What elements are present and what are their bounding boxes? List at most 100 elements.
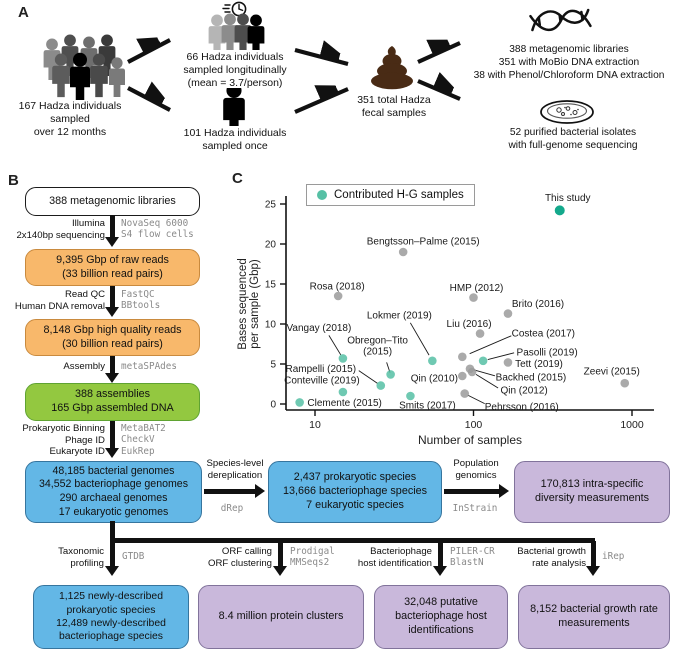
scatter-point — [458, 371, 467, 381]
scatter-point-label: Rosa (2018) — [310, 282, 365, 293]
petri-dish-icon — [540, 100, 594, 124]
y-tick-label: 10 — [265, 320, 277, 331]
step-derep-method: Species-level dereplication — [206, 458, 264, 481]
fecal-sample-icon — [371, 46, 413, 90]
scatter-point — [406, 391, 415, 401]
box-genomes: 48,185 bacterial genomes 34,552 bacterio… — [25, 461, 202, 523]
scatter-point-label: Brito (2016) — [512, 299, 564, 310]
panel-b: B 388 metagenomic libraries Illumina 2x1… — [0, 170, 676, 651]
panel-c-label: C — [232, 170, 243, 187]
arrow-popgen — [444, 489, 500, 494]
label-leader-line — [358, 370, 378, 384]
scatter-point-label: Liu (2016) — [447, 319, 492, 330]
step-taxonomy-method: Taxonomic profiling — [58, 546, 104, 569]
scatter-point-label: Tett (2019) — [515, 359, 563, 370]
box-diversity: 170,813 intra-specific diversity measure… — [514, 461, 670, 523]
scatter-point-label: Smits (2017) — [399, 401, 456, 412]
scatter-point-label: Pehrsson (2016) — [485, 402, 559, 413]
step-derep-tool: dRep — [220, 503, 244, 514]
arrow-taxonomy — [110, 541, 115, 567]
x-axis-title: Number of samples — [418, 433, 522, 447]
scatter-point — [469, 293, 478, 302]
step-assembly-method: Assembly — [63, 361, 105, 372]
scatter-point — [475, 329, 485, 338]
step-popgen-method: Population genomics — [453, 458, 499, 481]
step-growth-method: Bacterial growth rate analysis — [517, 546, 586, 569]
arrow-phagehost — [438, 541, 443, 567]
box-raw-reads: 9,395 Gbp of raw reads (33 billion read … — [25, 249, 200, 286]
label-leader-line — [467, 394, 485, 405]
label-leader-line — [469, 335, 512, 355]
x-tick-label: 100 — [465, 419, 483, 431]
scatter-point — [460, 389, 470, 398]
connector-stub — [110, 521, 115, 540]
step-popgen-tool: InStrain — [452, 503, 498, 514]
connector-bar — [110, 538, 595, 543]
scatter-point — [386, 370, 395, 379]
step-growth-tool: iRep — [602, 551, 625, 562]
box-growth-rates: 8,152 bacterial growth rate measurements — [518, 585, 670, 649]
scatter-point-label: Clemente (2015) — [307, 398, 381, 409]
box-new-species: 1,125 newly-described prokaryotic specie… — [33, 585, 189, 649]
legend-label: Contributed H-G samples — [334, 189, 464, 201]
panel-a-arrows — [127, 0, 461, 114]
crowd-icon — [43, 34, 125, 100]
scatter-point — [503, 358, 513, 367]
x-tick-label: 1000 — [620, 419, 644, 431]
step-binning-tool: MetaBAT2 CheckV EukRep — [121, 423, 166, 457]
scatter-point-label: Backhed (2015) — [496, 372, 567, 383]
scatter-point — [554, 205, 565, 216]
box-libraries: 388 metagenomic libraries — [25, 187, 200, 216]
legend-dot-icon — [317, 190, 327, 200]
scatter-point — [295, 398, 304, 407]
label-leader-line — [328, 335, 342, 356]
label-leader-line — [475, 374, 499, 389]
box-assemblies: 388 assemblies 165 Gbp assembled DNA — [25, 383, 200, 421]
clock-group-icon — [208, 1, 265, 50]
crowd-caption: 167 Hadza individuals sampled over 12 mo… — [18, 100, 122, 139]
step-taxonomy-tool: GTDB — [122, 551, 145, 562]
isolates-caption: 52 purified bacterial isolates with full… — [508, 127, 638, 151]
scatter-point — [620, 378, 630, 388]
y-tick-label: 15 — [265, 280, 277, 291]
scatter-point-label: Conteville (2019) — [284, 376, 360, 387]
label-leader-line — [473, 369, 496, 377]
label-leader-line — [487, 352, 515, 361]
box-phage-hosts: 32,048 putative bacteriophage host ident… — [374, 585, 508, 649]
scatter-point-label: Zeevi (2015) — [584, 367, 640, 378]
fecal-caption: 351 total Hadza fecal samples — [357, 94, 431, 120]
scatter-point-label: Vangay (2018) — [286, 323, 351, 334]
scatter-point — [338, 354, 348, 363]
y-tick-label: 25 — [265, 200, 277, 211]
scatter-point — [458, 352, 467, 362]
step-orf-method: ORF calling ORF clustering — [208, 546, 272, 569]
scatter-point — [338, 387, 348, 397]
arrow-binning — [110, 421, 115, 449]
label-leader-line — [409, 322, 430, 356]
box-species: 2,437 prokaryotic species 13,666 bacteri… — [268, 461, 442, 523]
scatter-point — [376, 381, 386, 390]
scatter-point — [503, 309, 513, 318]
scatter-point-label: Pasolli (2019) — [517, 347, 578, 358]
x-tick-label: 10 — [309, 419, 321, 431]
y-axis-title: Bases sequencedper sample (Gbp) — [237, 258, 261, 349]
scatter-point-label: HMP (2012) — [450, 283, 504, 294]
libraries-caption: 388 metagenomic libraries 351 with MoBio… — [473, 44, 665, 81]
y-tick-label: 0 — [270, 400, 276, 411]
scatter-point — [467, 367, 477, 377]
scatter-point-label: Lokmer (2019) — [367, 310, 432, 321]
arrow-orf — [278, 541, 283, 567]
step-phagehost-tool: PILER-CR BlastN — [450, 546, 495, 569]
person-icon — [223, 88, 245, 126]
scatter-point-label: Qin (2012) — [500, 386, 547, 397]
arrow-dereplication — [204, 489, 256, 494]
scatter-point-label: Costea (2017) — [512, 328, 575, 339]
longitudinal-caption: 66 Hadza individuals sampled longitudina… — [183, 51, 287, 90]
scatter-point — [428, 356, 437, 366]
scatter-point — [333, 291, 343, 301]
scatter-point-label: Bengtsson–Palme (2015) — [367, 237, 480, 248]
box-hq-reads: 8,148 Gbp high quality reads (30 billion… — [25, 319, 200, 356]
